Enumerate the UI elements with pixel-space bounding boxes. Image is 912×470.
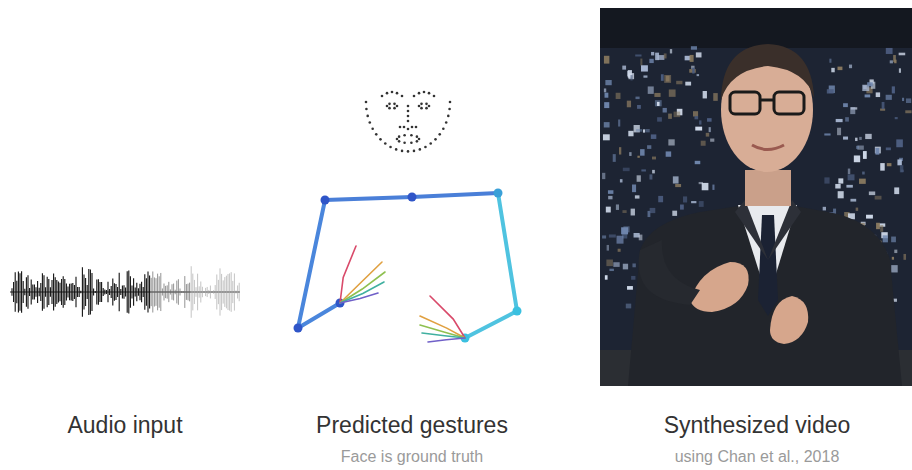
panel-label: Predicted gestures [316, 412, 508, 439]
panel-label: Synthesized video [664, 412, 851, 439]
panel-note: Face is ground truth [341, 448, 483, 466]
synthesized-frame [600, 8, 912, 386]
hand-keypoints [340, 246, 465, 342]
pose-skeleton [294, 189, 522, 343]
face-landmarks [365, 91, 452, 153]
panel-note: using Chan et al., 2018 [675, 448, 840, 466]
panel-label: Audio input [67, 412, 182, 439]
audio-waveform [10, 266, 240, 318]
